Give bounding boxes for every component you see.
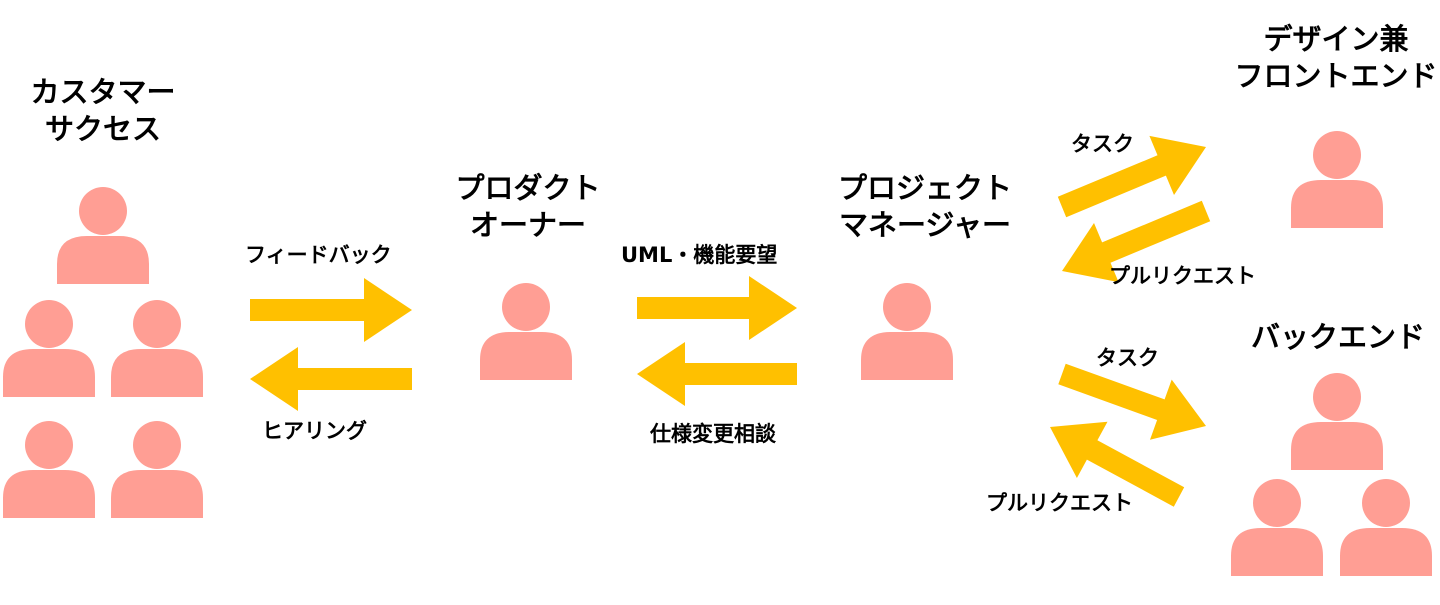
role-backend-line1: バックエンド [1250, 320, 1425, 354]
person-icon [1231, 479, 1323, 576]
arrow-task-frontend-icon [1057, 135, 1206, 218]
person-icon [3, 421, 95, 518]
role-design-frontend: デザイン兼 フロントエンド [1232, 21, 1440, 95]
arrow-pullrequest-frontend-icon [1062, 200, 1211, 283]
arrow-uml-requests-icon [637, 276, 797, 340]
flow-uml-requests-label: UML・機能要望 [621, 243, 778, 267]
flow-hearing-label: ヒアリング [262, 419, 367, 443]
role-design-frontend-line1: デザイン兼 [1263, 22, 1409, 56]
person-icon [1291, 131, 1383, 228]
flow-pullrequest-backend-label: プルリクエスト [986, 491, 1133, 515]
arrow-pullrequest-backend-icon [1050, 421, 1185, 507]
arrow-task-backend-icon [1058, 363, 1206, 440]
flow-task-frontend-label: タスク [1071, 132, 1134, 156]
role-design-frontend-line2: フロントエンド [1234, 59, 1438, 93]
backend-group [1231, 373, 1432, 576]
person-icon [111, 300, 203, 397]
arrow-hearing-icon [250, 347, 412, 411]
arrow-spec-change-icon [637, 342, 797, 406]
person-icon [1291, 373, 1383, 470]
customer-success-group [3, 187, 203, 518]
role-project-manager-line2: マネージャー [839, 208, 1011, 242]
person-icon [861, 283, 953, 380]
person-icon [1340, 479, 1432, 576]
arrows-layer [250, 135, 1211, 507]
role-product-owner-line2: オーナー [469, 208, 586, 242]
role-backend: バックエンド [1240, 319, 1436, 356]
person-icon [57, 187, 149, 284]
person-icon [480, 283, 572, 380]
flow-task-backend-label: タスク [1096, 346, 1159, 370]
role-customer-success: カスタマー サクセス [18, 74, 188, 148]
person-icon [3, 300, 95, 397]
role-customer-success-line1: カスタマー [30, 75, 176, 109]
role-project-manager: プロジェクト マネージャー [820, 170, 1030, 244]
role-customer-success-line2: サクセス [44, 112, 161, 146]
arrow-feedback-icon [250, 278, 412, 342]
role-product-owner: プロダクト オーナー [438, 170, 618, 244]
role-product-owner-line1: プロダクト [455, 171, 601, 205]
flow-feedback-label: フィードバック [245, 243, 392, 267]
role-project-manager-line1: プロジェクト [837, 171, 1012, 205]
flow-pullrequest-frontend-label: プルリクエスト [1109, 264, 1256, 288]
person-icon [111, 421, 203, 518]
flow-spec-change-label: 仕様変更相談 [650, 422, 776, 446]
